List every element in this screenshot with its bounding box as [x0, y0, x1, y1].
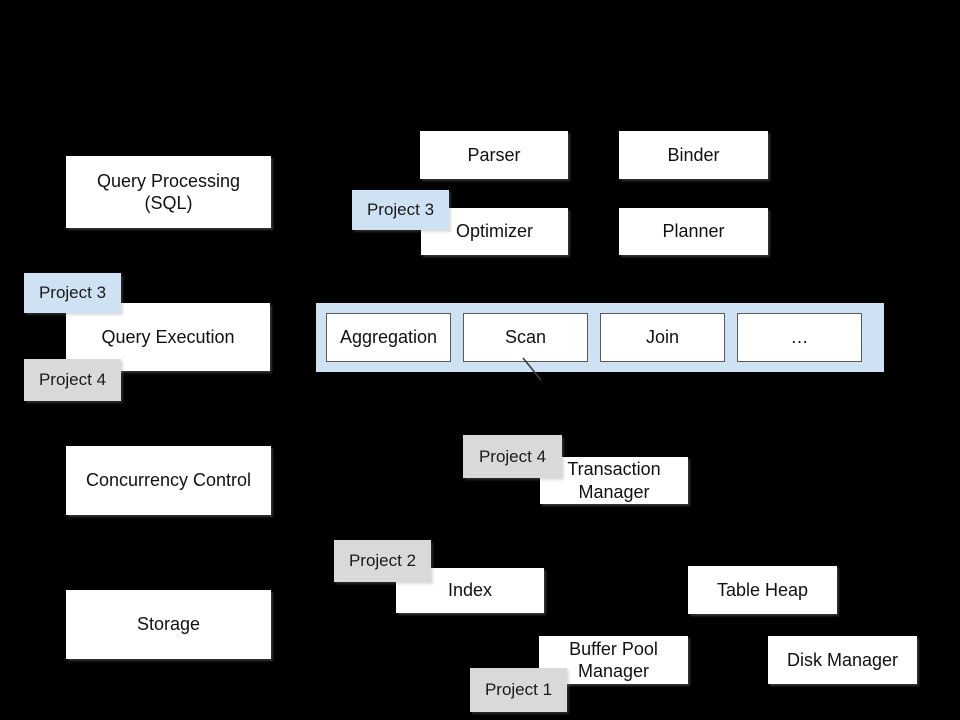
project-2-label-index-text: Project 2	[348, 551, 417, 570]
box-concurrency-control-label: Concurrency Control	[85, 470, 252, 491]
operator-box-ellipsis: …	[737, 313, 862, 362]
project-4-label-transaction-manager: Project 4	[463, 435, 562, 478]
box-binder-label: Binder	[667, 144, 720, 165]
operator-join-label: Join	[645, 327, 680, 347]
box-query-execution-label: Query Execution	[101, 326, 235, 347]
box-query-processing-label: Query Processing(SQL)	[96, 170, 241, 214]
operator-ellipsis-label: …	[790, 327, 809, 347]
operator-scan-label: Scan	[504, 327, 547, 347]
box-parser: Parser	[420, 131, 568, 179]
operator-box-aggregation: Aggregation	[326, 313, 451, 362]
box-parser-label: Parser	[467, 144, 521, 165]
project-4-label-query-execution: Project 4	[24, 359, 121, 401]
project-3-label-query-execution-text: Project 3	[38, 283, 107, 302]
box-planner: Planner	[619, 208, 768, 255]
box-binder: Binder	[619, 131, 768, 179]
box-disk-manager-label: Disk Manager	[786, 649, 899, 670]
project-4-label-query-execution-text: Project 4	[38, 370, 107, 389]
box-index-label: Index	[447, 580, 493, 601]
project-1-label-buffer-pool-text: Project 1	[484, 680, 553, 699]
box-table-heap: Table Heap	[688, 566, 837, 614]
box-disk-manager: Disk Manager	[768, 636, 917, 684]
box-concurrency-control: Concurrency Control	[66, 446, 271, 515]
project-2-label-index: Project 2	[334, 540, 431, 582]
box-planner-label: Planner	[662, 221, 725, 242]
project-3-label-query-execution: Project 3	[24, 273, 121, 313]
operator-aggregation-label: Aggregation	[339, 327, 438, 347]
box-table-heap-label: Table Heap	[716, 579, 809, 600]
box-query-processing: Query Processing(SQL)	[66, 156, 271, 228]
project-1-label-buffer-pool: Project 1	[470, 668, 567, 712]
box-optimizer-label: Optimizer	[455, 221, 533, 242]
project-4-label-transaction-manager-text: Project 4	[478, 446, 547, 466]
operator-box-join: Join	[600, 313, 725, 362]
project-3-label-optimizer: Project 3	[352, 190, 449, 230]
box-storage-label: Storage	[136, 614, 201, 635]
box-storage: Storage	[66, 590, 271, 659]
project-3-label-optimizer-text: Project 3	[366, 200, 435, 219]
operator-box-scan: Scan	[463, 313, 588, 362]
